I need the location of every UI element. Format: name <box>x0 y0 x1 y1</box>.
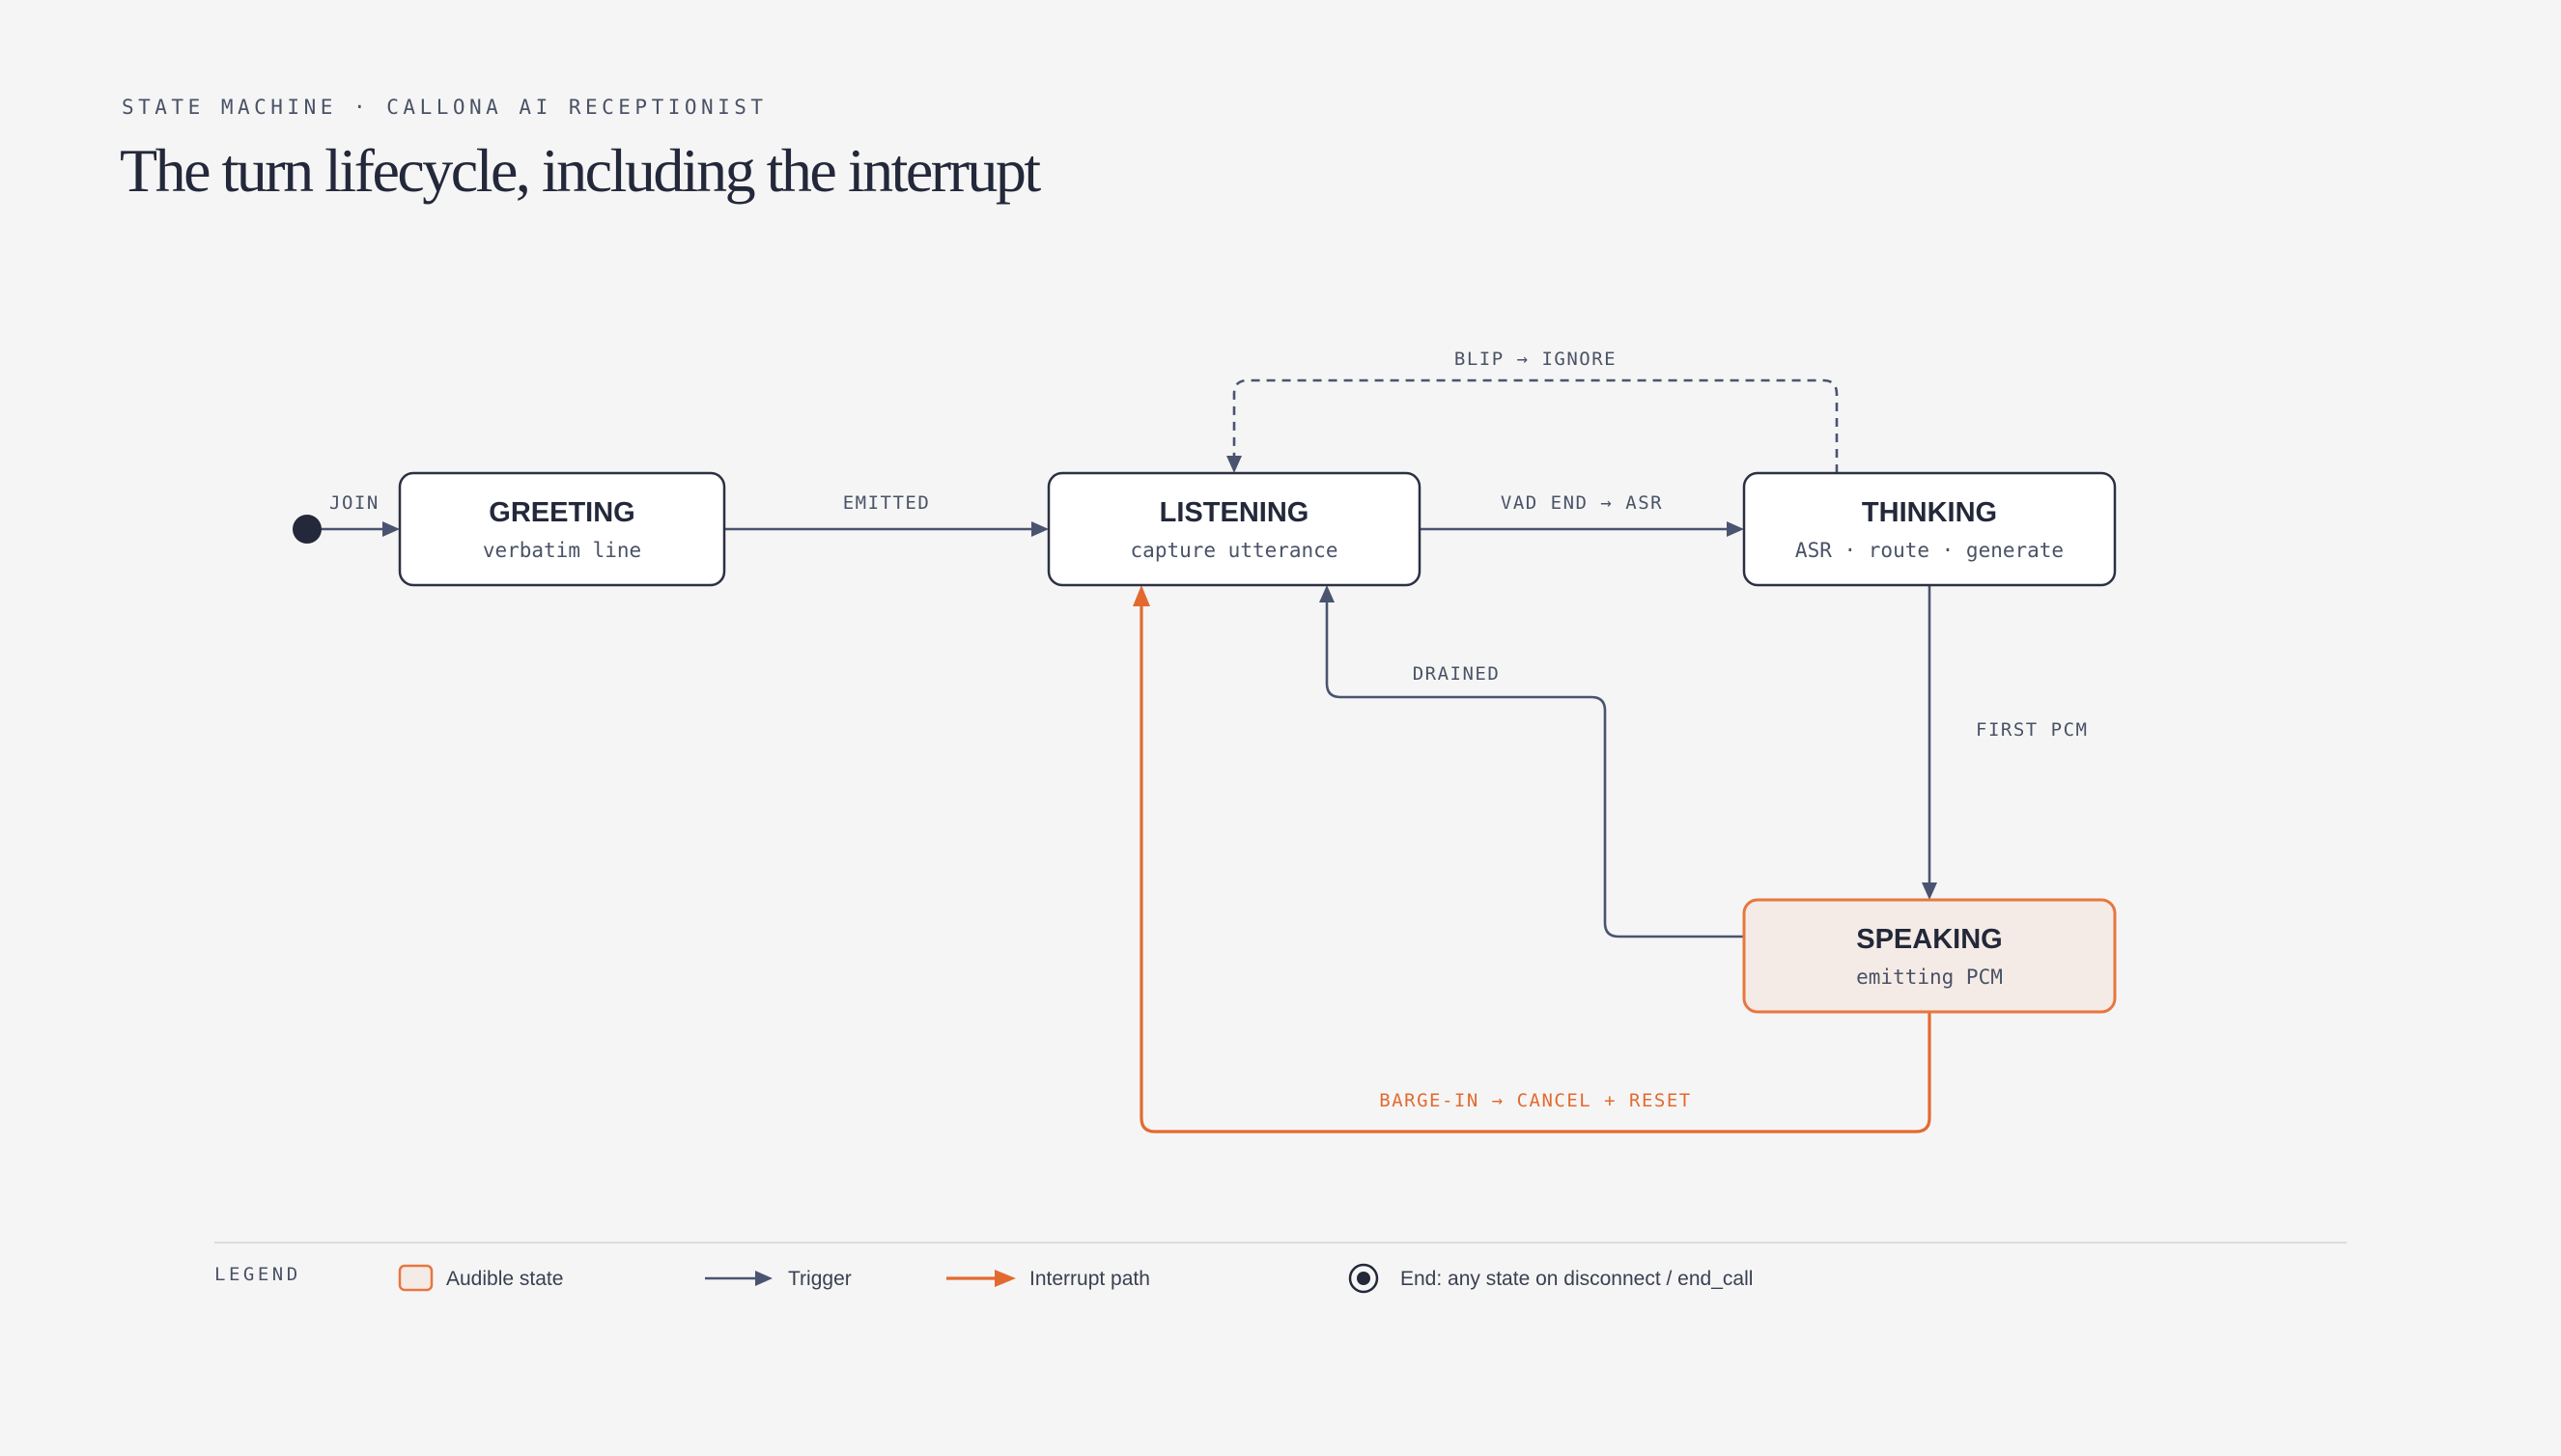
arrowhead-first-pcm <box>1922 882 1937 900</box>
state-speaking-box <box>1742 898 2117 1014</box>
edge-label-join: JOIN <box>329 492 380 514</box>
state-greeting-name: GREETING <box>489 497 634 528</box>
state-speaking: SPEAKING emitting PCM <box>1742 898 2117 1014</box>
legend-end-icon-core <box>1357 1272 1370 1285</box>
state-thinking-box <box>1742 471 2117 587</box>
legend-trigger-arrow-icon <box>755 1271 773 1286</box>
arrowhead-drained <box>1319 585 1335 602</box>
edge-label-barge-in: BARGE-IN → CANCEL + RESET <box>1379 1090 1691 1111</box>
legend-interrupt-arrow-icon <box>995 1270 1016 1287</box>
state-thinking-name: THINKING <box>1862 497 1997 528</box>
edge-label-first-pcm: FIRST PCM <box>1976 719 2088 741</box>
edge-blip <box>1232 378 1839 473</box>
state-thinking: THINKING ASR · route · generate <box>1742 471 2117 587</box>
edge-drained <box>1325 602 1744 938</box>
page-title: The turn lifecycle, including the interr… <box>120 136 1041 205</box>
legend-title: LEGEND <box>214 1264 301 1285</box>
state-listening-sub: capture utterance <box>1131 539 1338 562</box>
legend-audible-swatch <box>398 1264 434 1292</box>
legend-trigger-label: Trigger <box>788 1268 852 1290</box>
state-thinking-sub: ASR · route · generate <box>1795 539 2064 562</box>
legend-interrupt-label: Interrupt path <box>1029 1268 1150 1290</box>
edge-label-blip: BLIP → IGNORE <box>1454 349 1617 370</box>
legend-end-label: End: any state on disconnect / end_call <box>1400 1268 1753 1290</box>
state-listening: LISTENING capture utterance <box>1047 471 1421 587</box>
legend-end-icon <box>1348 1263 1379 1294</box>
arrowhead-vad-end <box>1727 521 1744 537</box>
state-listening-name: LISTENING <box>1160 497 1309 528</box>
arrowhead-barge-in <box>1133 585 1150 606</box>
state-listening-box <box>1047 471 1421 587</box>
arrowhead-emitted <box>1031 521 1049 537</box>
state-greeting: GREETING verbatim line <box>398 471 726 587</box>
state-speaking-name: SPEAKING <box>1856 924 2002 955</box>
arrowhead-join <box>382 521 400 537</box>
arrowhead-blip <box>1226 456 1242 473</box>
legend-audible-label: Audible state <box>446 1268 563 1290</box>
edge-barge-in <box>1140 604 1931 1134</box>
initial-state-dot <box>293 515 322 544</box>
edge-label-drained: DRAINED <box>1413 663 1501 685</box>
state-greeting-sub: verbatim line <box>483 539 641 562</box>
state-speaking-sub: emitting PCM <box>1856 966 2003 989</box>
edge-label-vad-end: VAD END → ASR <box>1501 492 1663 514</box>
edge-label-emitted: EMITTED <box>843 492 931 514</box>
state-greeting-box <box>398 471 726 587</box>
eyebrow-label: STATE MACHINE · CALLONA AI RECEPTIONIST <box>122 96 768 119</box>
